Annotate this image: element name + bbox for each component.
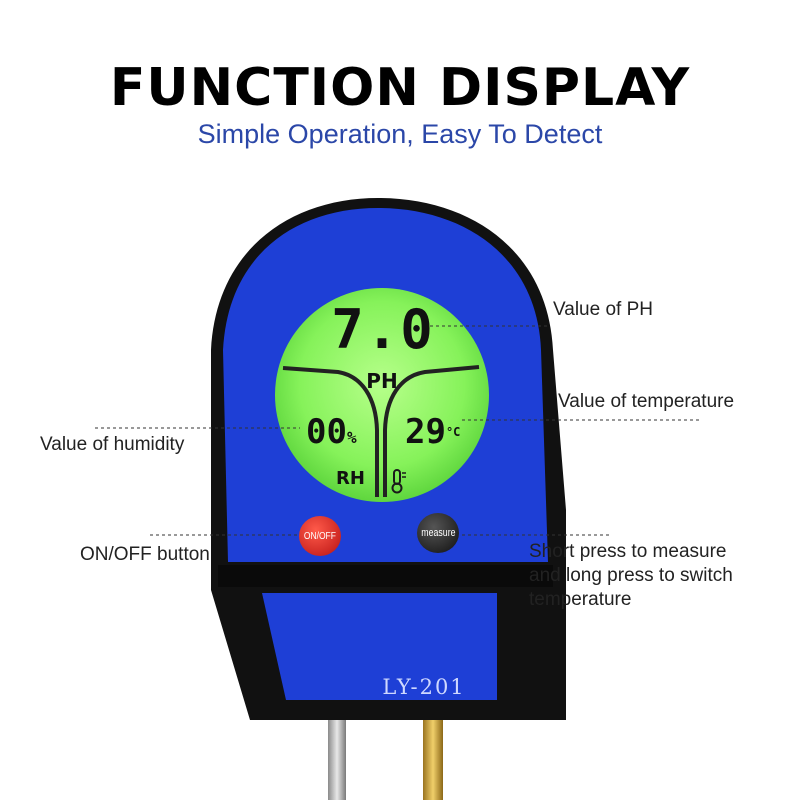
callout-measure: Short press to measure and long press to… [529,540,733,612]
callout-humidity: Value of humidity [40,434,185,455]
callout-onoff: ON/OFF button [80,544,210,565]
separator-band [218,565,553,587]
ph-value: 7.0 [331,298,435,361]
callout-temperature: Value of temperature [558,391,735,412]
temperature-number: 29 [405,412,446,452]
lcd-divider [282,365,480,497]
humidity-number: 00 [306,412,347,452]
measure-button[interactable]: measure [417,513,459,553]
humidity-unit: % [346,428,357,447]
onoff-button-label: ON/OFF [303,530,337,542]
ph-label: PH [366,369,398,393]
lcd-screen [275,288,489,502]
thermometer-icon [391,469,406,494]
measure-button-label: measure [420,527,456,539]
humidity-label: RH [336,468,365,489]
page-subtitle: Simple Operation, Easy To Detect [197,119,603,149]
callout-measure-line1: Short press to measure [529,541,727,562]
probe-silver [328,720,346,800]
probe-gold [423,720,443,800]
callout-measure-line2: and long press to switch [529,565,733,586]
temperature-unit: °C [445,425,461,439]
callout-measure-line3: temperature [529,589,632,610]
humidity-value: 00% [306,412,357,458]
temperature-value: 29°C [405,412,460,452]
callout-ph: Value of PH [553,299,653,320]
page-title: FUNCTION DISPLAY [109,58,691,118]
model-label: LY-201 [382,675,465,699]
device-face-lower [262,593,497,700]
onoff-button[interactable]: ON/OFF [299,516,341,556]
